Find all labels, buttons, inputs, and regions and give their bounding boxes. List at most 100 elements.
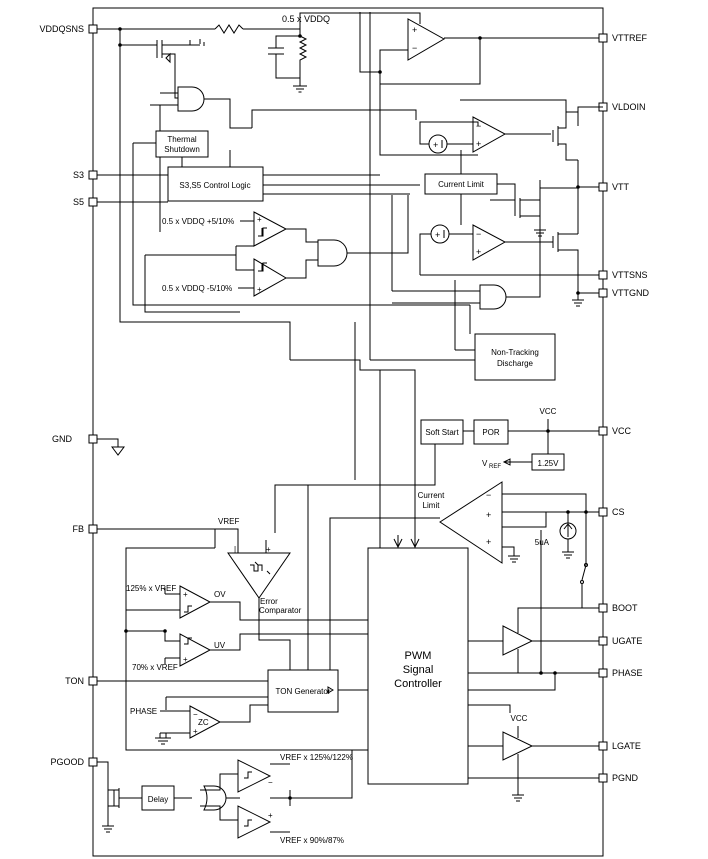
ov-threshold-label: 125% x VREF xyxy=(126,584,176,593)
uv-threshold-label: 70% x VREF xyxy=(132,663,178,672)
pwm-label-3: Controller xyxy=(394,678,442,690)
pg-lo-label: VREF x 90%/87% xyxy=(280,836,344,845)
soft-start-block: Soft Start xyxy=(274,419,464,533)
cl-label-2: Limit xyxy=(423,501,441,510)
thermal-label-1: Thermal xyxy=(167,135,197,144)
pin-s5-label: S5 xyxy=(73,197,84,207)
pin-pgood-label: PGOOD xyxy=(50,757,84,767)
pin-vtt: VTT xyxy=(598,182,630,192)
pin-phase: PHASE xyxy=(598,668,643,678)
svg-text:−: − xyxy=(476,229,481,239)
pwm-controller-block: PWM Signal Controller xyxy=(367,535,469,785)
svg-text:−: − xyxy=(412,43,417,53)
svg-text:+: + xyxy=(433,140,438,150)
half-vddq-label: 0.5 x VDDQ xyxy=(282,14,330,24)
pin-pgnd-label: PGND xyxy=(612,773,639,783)
pin-vttgnd-label: VTTGND xyxy=(612,288,649,298)
svg-text:+: + xyxy=(435,230,440,240)
ton-gen-label: TON Generator xyxy=(276,687,331,696)
current-limit-top-label: Current Limit xyxy=(438,180,485,189)
pg-hi-label: VREF x 125%/122% xyxy=(280,753,353,762)
svg-text:+: + xyxy=(266,545,271,554)
and-gate-ntd xyxy=(391,180,541,310)
pin-lgate: LGATE xyxy=(598,741,641,751)
ref-125-label: 1.25V xyxy=(538,459,560,468)
vref-sub-label: REF xyxy=(489,464,501,470)
uv-comparator: + UV 70% x VREF xyxy=(126,629,368,672)
lgate-driver: VCC xyxy=(468,704,599,802)
pgood-section: Delay − VREF x 125%/122% + VREF x 90%/87… xyxy=(97,750,353,845)
pin-vttsns-label: VTTSNS xyxy=(612,270,648,280)
pwm-label-2: Signal xyxy=(403,664,434,676)
pin-ton: TON xyxy=(65,676,98,686)
thermal-label-2: Shutdown xyxy=(164,145,200,154)
and-gate-top xyxy=(150,86,252,232)
current-limit-comparator: − + + Current Limit 5uA xyxy=(329,481,599,670)
pin-vcc: VCC xyxy=(598,426,632,436)
pin-s3-label: S3 xyxy=(73,170,84,180)
svg-text:−: − xyxy=(268,778,273,787)
ldo-output-fets xyxy=(490,106,603,307)
pin-fb-label: FB xyxy=(72,524,84,534)
pin-vddqsns: VDDQSNS xyxy=(39,24,98,34)
pin-s3: S3 xyxy=(73,170,98,180)
ton-generator-block: TON Generator xyxy=(97,669,368,713)
vref-fb-label: VREF xyxy=(218,517,239,526)
svg-text:+: + xyxy=(486,510,491,520)
pin-cs-label: CS xyxy=(612,507,625,517)
window-lo-label: 0.5 x VDDQ -5/10% xyxy=(162,284,232,293)
zc-comparator: − + ZC PHASE xyxy=(130,704,268,745)
gnd-symbol xyxy=(97,438,125,456)
svg-text:+: + xyxy=(476,139,481,149)
svg-text:+: + xyxy=(412,25,417,35)
vref-main-label: V xyxy=(482,459,488,468)
svg-text:+: + xyxy=(476,247,481,257)
pin-boot: BOOT xyxy=(598,603,638,613)
ugate-driver xyxy=(468,530,599,691)
wire-ss xyxy=(290,359,416,548)
svg-text:+: + xyxy=(486,537,491,547)
ref-125v-block: 1.25V V REF xyxy=(482,453,565,471)
cl-label-1: Current xyxy=(418,491,445,500)
window-comparator-hi: + 0.5 x VDDQ +5/10% xyxy=(162,211,318,247)
vddq-divider: 0.5 x VDDQ xyxy=(97,14,330,93)
current-limit-top-block: Current Limit xyxy=(424,150,516,225)
window-hi-label: 0.5 x VDDQ +5/10% xyxy=(162,217,234,226)
vttref-buffer: + − xyxy=(299,12,599,156)
control-logic-label: S3,S5 Control Logic xyxy=(179,181,250,190)
pin-vldoin-label: VLDOIN xyxy=(612,102,646,112)
and-gate-window xyxy=(317,195,409,267)
err-label-2: Comparator xyxy=(259,606,302,615)
svg-text:+: + xyxy=(257,285,262,294)
pin-gnd-label: GND xyxy=(52,434,73,444)
vcc-label-top: VCC xyxy=(540,407,557,416)
pin-vcc-label: VCC xyxy=(612,426,632,436)
pin-ugate: UGATE xyxy=(598,636,642,646)
pin-lgate-label: LGATE xyxy=(612,741,641,751)
delay-label: Delay xyxy=(148,795,168,804)
uv-label: UV xyxy=(214,641,226,650)
pin-gnd: GND xyxy=(52,434,98,444)
pin-vldoin: VLDOIN xyxy=(598,102,646,112)
err-label-1: Error xyxy=(260,597,278,606)
ldo-source-amp: − + + xyxy=(419,99,567,154)
window-comparator-lo: + 0.5 x VDDQ -5/10% xyxy=(144,245,318,313)
soft-start-label: Soft Start xyxy=(425,428,459,437)
pin-vttref: VTTREF xyxy=(598,33,648,43)
pin-pgood: PGOOD xyxy=(50,757,98,767)
svg-text:+: + xyxy=(193,727,198,736)
svg-text:|: | xyxy=(234,545,236,554)
svg-text:+: + xyxy=(183,655,188,664)
src-5ua-label: 5uA xyxy=(535,538,550,547)
svg-text:+: + xyxy=(257,215,262,224)
ov-comparator: + OV 125% x VREF xyxy=(126,584,368,621)
svg-text:−: − xyxy=(486,490,491,500)
pin-vddqsns-label: VDDQSNS xyxy=(39,24,84,34)
vref-bus xyxy=(125,547,368,751)
pin-phase-label: PHASE xyxy=(612,668,643,678)
pin-vttgnd: VTTGND xyxy=(598,288,649,298)
svg-text:+: + xyxy=(268,811,273,820)
pin-cs: CS xyxy=(598,507,625,517)
pin-s5: S5 xyxy=(73,197,98,207)
